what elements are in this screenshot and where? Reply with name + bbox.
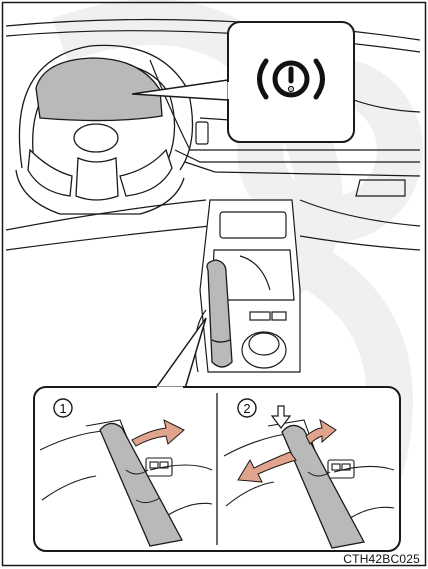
figure-code: CTH42BC025 bbox=[343, 552, 420, 566]
step-2-badge: 2 bbox=[238, 399, 256, 417]
step-2-number: 2 bbox=[243, 401, 250, 416]
step-1-badge: 1 bbox=[54, 399, 72, 417]
steering-wheel bbox=[16, 45, 193, 214]
callout-pointer bbox=[156, 318, 206, 392]
instrument-cluster bbox=[36, 58, 162, 121]
step-1-number: 1 bbox=[59, 401, 66, 416]
